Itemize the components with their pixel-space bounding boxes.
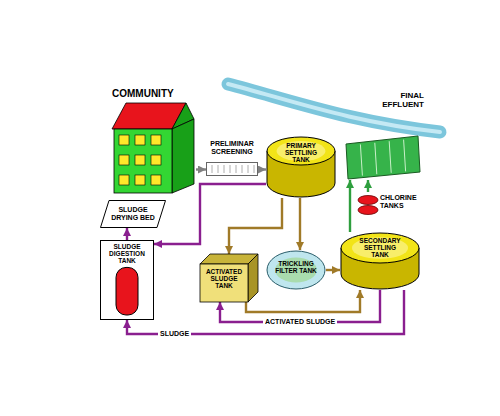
- house-window: [119, 155, 129, 165]
- channel-baffle: [389, 141, 391, 173]
- settling-tank: SECONDARY SETTLING TANK: [340, 232, 420, 290]
- aeration-tank: ACTIVATED SLUDGE TANK: [200, 254, 258, 302]
- chlorine-cylinder: [358, 206, 378, 215]
- tank-top: [267, 137, 335, 165]
- node-label: COMMUNITY: [112, 88, 196, 99]
- house-front-wall: [114, 129, 172, 193]
- screen-bar: [242, 165, 243, 173]
- filter-bed: [267, 251, 325, 289]
- house-window: [151, 155, 161, 165]
- tank-side-face: [248, 254, 258, 302]
- screen-bar: [212, 165, 213, 173]
- river-highlight: [228, 84, 440, 132]
- node-label: ACTIVATED SLUDGE TANK: [202, 268, 246, 289]
- house-side-wall: [172, 119, 194, 193]
- drying-bed-outline: [101, 201, 166, 228]
- tank-top: [341, 233, 419, 263]
- chlorine-cylinder: [358, 196, 378, 205]
- flow-connector: [299, 198, 301, 250]
- eff-connector: [367, 180, 369, 192]
- node-label: PRELIMINAR SCREENING: [206, 140, 258, 155]
- house-node: COMMUNITY: [112, 88, 196, 194]
- node-label: SLUDGE DRYING BED: [110, 206, 156, 221]
- node-label: TRICKLING FILTER TANK: [274, 260, 318, 274]
- flow-connector: [229, 198, 282, 254]
- digestion-tank: SLUDGE DIGESTION TANK: [100, 240, 154, 320]
- chlorine-contact-channel: [346, 136, 420, 179]
- screen-bar: [218, 165, 219, 173]
- sludge-connector: [127, 290, 404, 334]
- channel-baffle: [404, 140, 406, 172]
- channel-baffle: [375, 143, 377, 174]
- edge-label: ACTIVATED SLUDGE: [263, 318, 337, 326]
- edge-label-holder: ACTIVATED SLUDGE: [263, 318, 337, 326]
- chlorine-tanks: CHLORINE TANKS: [356, 192, 424, 218]
- screen-box: [207, 163, 258, 176]
- house-window: [151, 135, 161, 145]
- screening-unit: PRELIMINAR SCREENING: [206, 140, 258, 176]
- edge-label: SLUDGE: [158, 330, 191, 338]
- screen-bar: [254, 165, 255, 173]
- edge-label-holder: SLUDGE: [158, 330, 191, 338]
- house-window: [135, 135, 145, 145]
- house-window: [135, 175, 145, 185]
- flow-connector: [246, 290, 360, 312]
- tank-inner: [352, 237, 408, 259]
- channel-baffle: [360, 144, 362, 175]
- screen-bar: [236, 165, 237, 173]
- flow-connector: [326, 269, 340, 271]
- sludge-connector: [126, 228, 128, 240]
- eff-connector: [349, 180, 351, 232]
- pipe-connector: [258, 168, 266, 170]
- screen-bar: [224, 165, 225, 173]
- digester-vessel: [116, 267, 138, 315]
- node-label: SECONDARY SETTLING TANK: [355, 237, 405, 258]
- house-window: [135, 155, 145, 165]
- digester-frame: [101, 241, 154, 320]
- node-shape: [112, 88, 196, 194]
- node-label: CHLORINE TANKS: [380, 194, 424, 209]
- node-label: FINAL EFFLUENT: [374, 92, 424, 110]
- drying-bed: SLUDGE DRYING BED: [100, 200, 166, 228]
- house-window: [119, 175, 129, 185]
- effluent-channel: FINAL EFFLUENT: [340, 92, 424, 180]
- screen-bar: [248, 165, 249, 173]
- settling-tank: PRIMARY SETTLING TANK: [266, 136, 336, 198]
- house-window: [151, 175, 161, 185]
- node-label: SLUDGE DIGESTION TANK: [104, 243, 150, 264]
- node-label: PRIMARY SETTLING TANK: [278, 142, 324, 163]
- tank-front-face: [200, 264, 248, 302]
- river: [228, 84, 440, 132]
- trickling-filter: TRICKLING FILTER TANK: [266, 250, 326, 290]
- screen-bar: [230, 165, 231, 173]
- pipe-connector: [196, 168, 206, 170]
- house-window: [119, 135, 129, 145]
